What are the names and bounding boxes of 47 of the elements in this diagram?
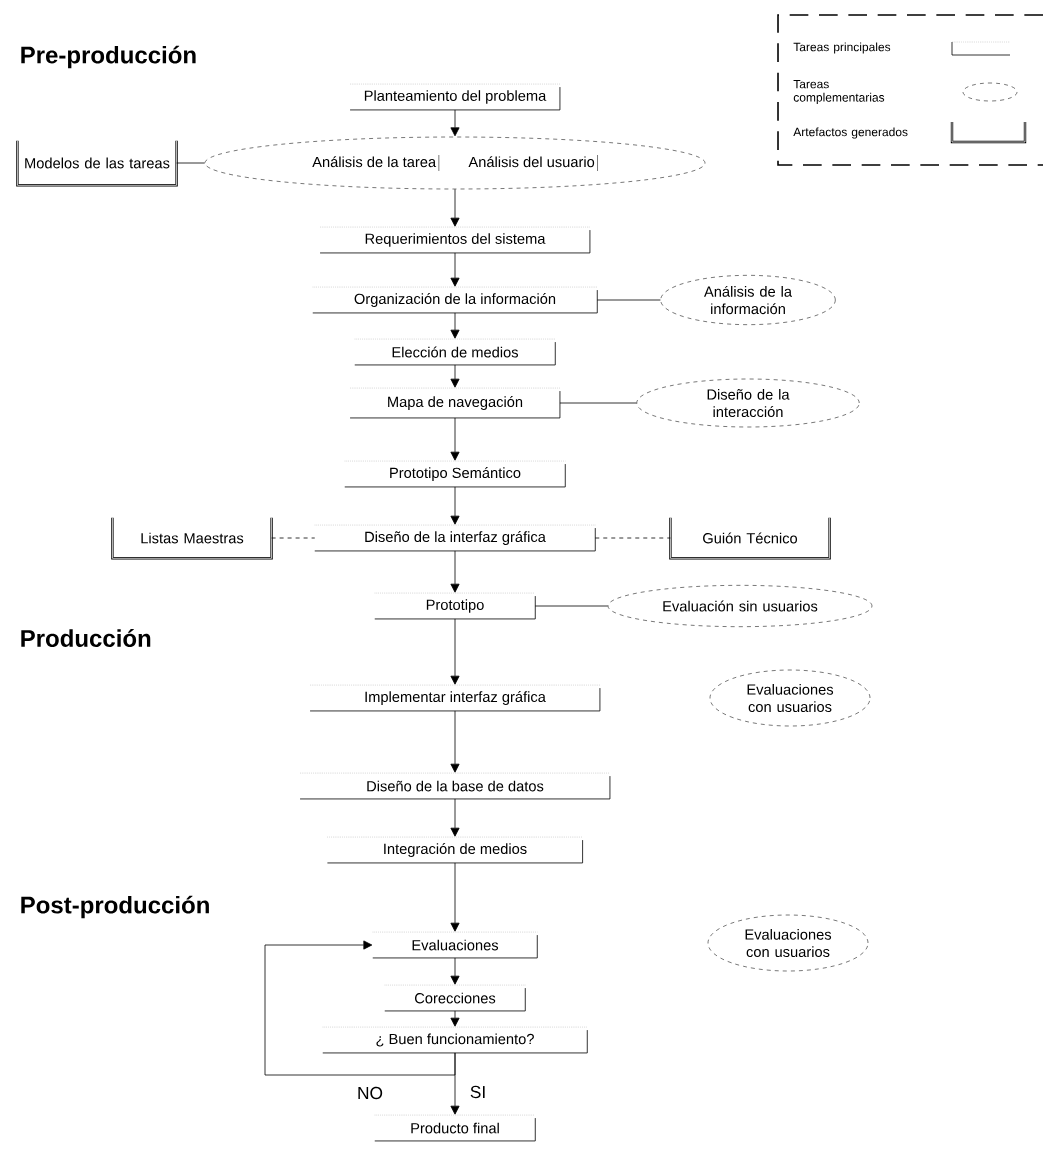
arrow xyxy=(450,862,460,932)
task-box: Prototipo Semántico xyxy=(344,460,566,488)
task-box: Organización de la información xyxy=(312,286,598,314)
task-box: ¿ Buen funcionamiento? xyxy=(322,1026,588,1054)
task-box: Planteamiento del problema xyxy=(349,83,561,111)
artifact-box: Modelos de las tareas xyxy=(16,140,178,187)
arrow xyxy=(450,417,460,461)
arrow xyxy=(264,940,456,1076)
connector-line xyxy=(271,537,316,539)
task-box: Mapa de navegación xyxy=(349,387,561,419)
task-box: Evaluaciones xyxy=(372,931,538,959)
legend-text: Tareas principales xyxy=(793,42,891,54)
arrow xyxy=(450,486,460,525)
arrow xyxy=(450,1010,460,1027)
section-heading: Pre-producción xyxy=(21,45,196,69)
connector-line xyxy=(596,299,661,301)
arrow xyxy=(450,364,460,388)
arrow xyxy=(450,252,460,287)
connector-line xyxy=(559,402,637,404)
connector-line xyxy=(594,537,671,539)
task-box: Diseño de la base de datos xyxy=(299,772,611,800)
arrow xyxy=(450,109,460,137)
section-heading: Producción xyxy=(21,629,151,647)
edge-label: SI xyxy=(468,1084,488,1100)
connector-line xyxy=(534,605,609,607)
section-heading: Post-producción xyxy=(21,895,209,919)
arrow xyxy=(450,312,460,339)
arrow xyxy=(450,618,460,685)
task-box: Diseño de la interfaz gráfica xyxy=(314,524,596,552)
task-box: Producto final xyxy=(374,1114,536,1142)
artifact-box: Listas Maestras xyxy=(111,517,273,560)
artifact-box: Guión Técnico xyxy=(669,517,831,560)
task-box: Integración de medios xyxy=(327,836,583,864)
task-box: Elección de medios xyxy=(354,338,556,366)
arrow xyxy=(450,798,460,837)
task-box: Prototipo xyxy=(374,592,536,620)
arrow xyxy=(450,957,460,985)
legend-text: Artefactos generados xyxy=(793,127,908,139)
arrow xyxy=(450,188,460,227)
connector-line xyxy=(176,162,206,164)
arrow xyxy=(450,550,460,593)
task-box: Implementar interfaz gráfica xyxy=(309,684,601,712)
task-box: Requerimientos del sistema xyxy=(319,226,591,254)
legend-text: Tareas complementarias xyxy=(793,79,885,105)
edge-label: NO xyxy=(355,1085,385,1101)
task-box: Corecciones xyxy=(384,984,526,1012)
arrow xyxy=(450,710,460,773)
